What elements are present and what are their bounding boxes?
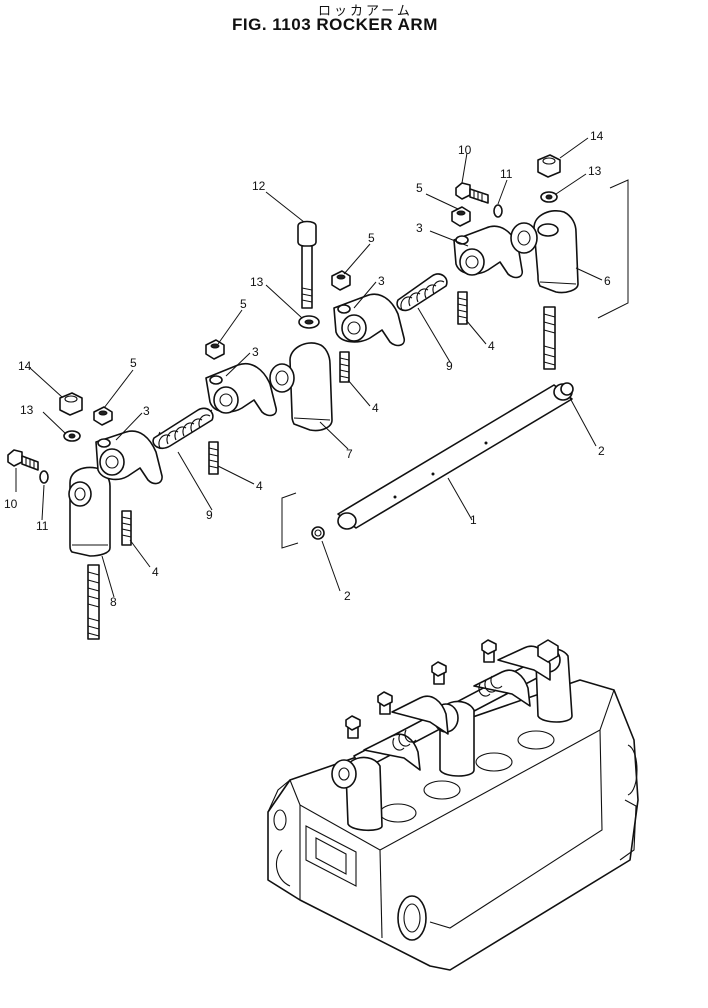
stud-bolt-left <box>87 564 100 640</box>
callout-5-center-left: 5 <box>240 297 247 311</box>
locknut-center-left <box>205 339 225 360</box>
callout-3-left: 3 <box>143 404 150 418</box>
callout-14-left: 14 <box>18 359 32 373</box>
callout-10-right: 10 <box>458 143 472 157</box>
callout-1: 1 <box>470 513 477 527</box>
assembled-cylinder-head-view <box>267 639 639 971</box>
rocker-spring-right <box>396 273 448 312</box>
callout-3-right: 3 <box>416 221 423 235</box>
callout-14-right: 14 <box>590 129 604 143</box>
callout-labels: 1 2 2 3 3 3 3 4 4 4 4 5 5 5 5 6 7 8 9 9 … <box>4 129 611 609</box>
callout-4-right: 4 <box>488 339 495 353</box>
callout-4-center: 4 <box>372 401 379 415</box>
figure-title-japanese: ロッカアーム <box>318 4 413 19</box>
callout-2-right: 2 <box>598 444 605 458</box>
bolt-12 <box>297 220 317 309</box>
callout-13-center: 13 <box>250 275 264 289</box>
washer-13-right <box>540 191 558 203</box>
rocker-arm-right <box>453 225 524 279</box>
rocker-shaft <box>337 383 573 530</box>
washer-13-left <box>63 430 81 442</box>
callout-4-left: 4 <box>152 565 159 579</box>
callout-13-left: 13 <box>20 403 34 417</box>
rocker-shaft-support-center <box>269 342 333 432</box>
assembly-bracket-right <box>597 179 629 319</box>
rocker-spring-left <box>152 407 214 450</box>
adjusting-screw-center <box>339 351 350 383</box>
callout-5-center: 5 <box>368 231 375 245</box>
shaft-plug-left <box>311 526 325 540</box>
callout-11-left: 11 <box>36 519 49 533</box>
callout-3-center-left: 3 <box>252 345 259 359</box>
washer-13-center <box>298 315 320 329</box>
callout-8: 8 <box>110 595 117 609</box>
stud-bolt-right <box>543 306 556 370</box>
callout-7: 7 <box>346 447 353 461</box>
callout-10-left: 10 <box>4 497 18 511</box>
leader-lines <box>15 137 603 598</box>
callout-12: 12 <box>252 179 266 193</box>
assembly-bracket-left <box>281 492 299 549</box>
callout-6: 6 <box>604 274 611 288</box>
figure-title: FIG. 1103 ROCKER ARM <box>232 15 438 34</box>
nut-14-left <box>59 392 83 416</box>
washer-11-right <box>493 204 503 218</box>
bolt-10-left <box>7 449 39 471</box>
callout-3-center: 3 <box>378 274 385 288</box>
rocker-shaft-support-left <box>68 466 111 557</box>
callout-9-right: 9 <box>446 359 453 373</box>
washer-11-left <box>39 470 49 484</box>
rocker-arm-center-left <box>205 363 278 417</box>
shaft-plug-right <box>560 382 574 396</box>
callout-4-center-left: 4 <box>256 479 263 493</box>
rocker-arm-center <box>333 293 406 347</box>
callout-13-right: 13 <box>588 164 602 178</box>
locknut-center <box>331 270 351 291</box>
nut-14-right <box>537 154 561 178</box>
callout-11-right: 11 <box>500 167 513 181</box>
rocker-arm-left <box>95 430 163 485</box>
adjusting-screw-right <box>457 291 468 325</box>
rocker-shaft-support-right <box>510 210 579 294</box>
callout-5-left: 5 <box>130 356 137 370</box>
callout-9-left: 9 <box>206 508 213 522</box>
callout-2-left: 2 <box>344 589 351 603</box>
locknut-right <box>451 206 471 227</box>
locknut-left <box>93 406 113 426</box>
adjusting-screw-left <box>121 510 132 546</box>
adjusting-screw-center-left <box>208 441 219 475</box>
bolt-10-right <box>455 182 489 204</box>
callout-5-right: 5 <box>416 181 423 195</box>
